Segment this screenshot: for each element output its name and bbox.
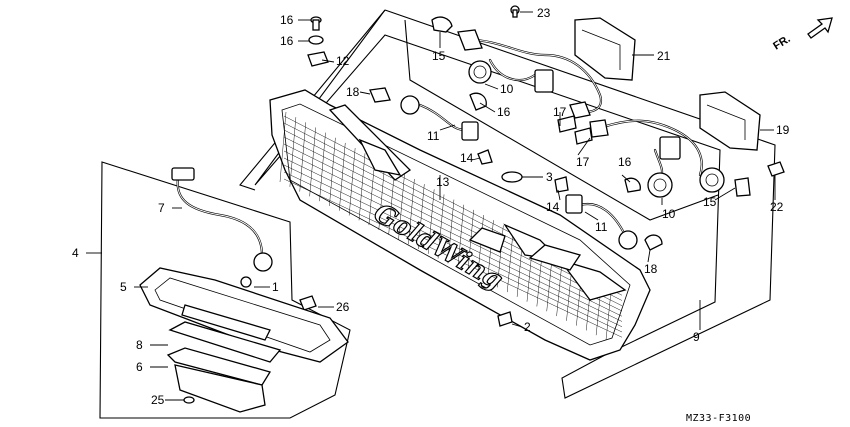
callout-18a: 18	[346, 85, 360, 99]
leader-line	[321, 59, 335, 63]
callout-9: 9	[693, 330, 700, 344]
group-outline-license	[99, 161, 351, 419]
leader-lines	[86, 11, 776, 401]
license-wire	[171, 167, 273, 272]
front-direction-label: FR.	[771, 33, 792, 53]
license-light-base	[139, 267, 349, 363]
callout-2: 2	[524, 320, 531, 334]
drawing-code: MZ33-F3100	[686, 413, 751, 424]
callout-25: 23	[537, 6, 551, 20]
lens-grid	[279, 111, 623, 341]
front-direction-indicator: FR.	[771, 17, 833, 53]
callout-10a: 10	[500, 82, 514, 96]
callout-11a: 11	[427, 129, 440, 143]
leader-line	[577, 137, 591, 156]
small-hardware	[183, 5, 785, 404]
callout-5: 5	[120, 280, 127, 294]
lens-holder-lower	[699, 91, 761, 151]
callout-18b: 18	[644, 262, 658, 276]
callout-7: 7	[158, 201, 165, 215]
callout-19: 19	[776, 123, 790, 137]
callout-16a: 16	[497, 105, 511, 119]
callout-13: 12	[336, 54, 350, 68]
leader-line	[584, 211, 599, 221]
callout-22: 16	[280, 34, 294, 48]
callout-15a: 15	[432, 49, 446, 63]
leader-line	[484, 83, 499, 90]
leader-line	[359, 91, 371, 95]
callout-12: 13	[436, 175, 450, 189]
leader-line	[621, 174, 631, 183]
callout-8: 8	[136, 338, 143, 352]
callout-labels: 16 16 12 23 15 21 10 18 16 17 19 11 17 1…	[72, 6, 790, 407]
wiring-harness-right	[589, 119, 725, 198]
callout-21: 22	[770, 200, 784, 214]
callout-16b: 16	[618, 155, 632, 169]
callout-3: 3	[546, 170, 553, 184]
callout-14b: 14	[546, 200, 560, 214]
leader-line	[479, 102, 496, 113]
callout-6: 6	[136, 360, 143, 374]
leader-line	[714, 187, 736, 201]
callout-14a: 14	[460, 151, 474, 165]
callout-24: 25	[151, 393, 165, 407]
lens-holder-upper	[574, 17, 636, 81]
callout-17b: 17	[576, 155, 590, 169]
callout-10b: 10	[662, 207, 676, 221]
callout-23: 16	[280, 13, 294, 27]
leader-line	[511, 323, 523, 328]
license-lens	[166, 321, 282, 413]
socket-harness-center	[565, 194, 638, 250]
bulbs	[369, 16, 751, 251]
callout-20: 21	[657, 49, 671, 63]
socket-harness-left	[400, 95, 479, 141]
leader-line	[647, 249, 651, 263]
leader-line	[557, 189, 561, 201]
callout-15b: 15	[703, 195, 717, 209]
leader-line	[471, 157, 481, 161]
leader-line	[439, 124, 456, 131]
callout-17a: 17	[553, 105, 567, 119]
callout-4: 4	[72, 246, 79, 260]
wiring-harness-upper	[457, 29, 603, 119]
callout-11b: 11	[595, 220, 608, 234]
callout-26: 26	[336, 300, 350, 314]
callout-1: 1	[272, 280, 279, 294]
